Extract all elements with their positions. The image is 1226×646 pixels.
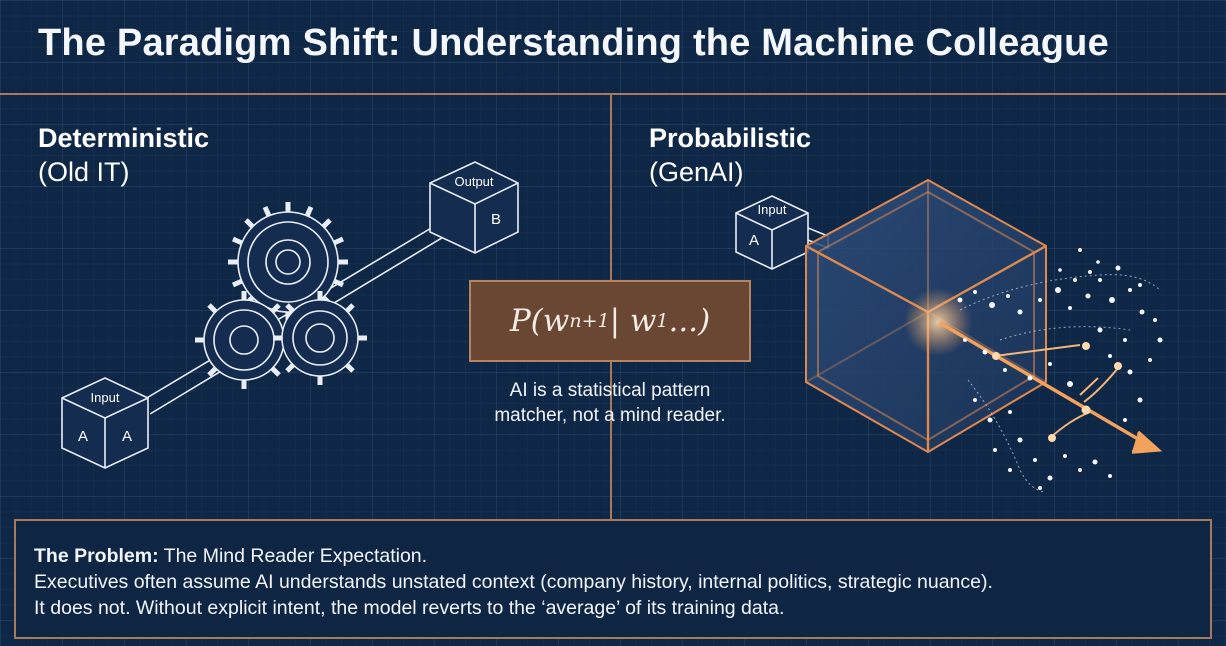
page-title: The Paradigm Shift: Understanding the Ma… [38, 22, 1109, 64]
formula-mid: | w [609, 303, 657, 339]
formula-sub-first: 1 [656, 310, 669, 332]
deterministic-heading-block: Deterministic (Old IT) [38, 121, 209, 189]
problem-headline-line: The Problem: The Mind Reader Expectation… [34, 543, 1192, 569]
problem-callout: The Problem: The Mind Reader Expectation… [14, 519, 1212, 639]
gear-icon [228, 202, 348, 322]
output-cube: Output B [429, 161, 519, 254]
input-cube-deterministic: Input A A [61, 377, 149, 469]
probabilistic-heading: Probabilistic [649, 123, 812, 153]
caption-line-2: matcher, not a mind reader. [494, 405, 726, 426]
formula-sub-next: n+1 [569, 310, 610, 332]
output-cube-label: Output [454, 174, 493, 189]
probabilistic-input-face: A [749, 232, 759, 249]
formula-p: P(w [509, 303, 570, 339]
problem-label: The Problem: [34, 545, 159, 567]
particle-trails [959, 274, 1161, 493]
problem-body-line-2: It does not. Without explicit intent, th… [34, 597, 785, 619]
problem-body-line-1: Executives often assume AI understands u… [34, 571, 993, 593]
probabilistic-input-label: Input [758, 202, 787, 217]
formula-caption: AI is a statistical pattern matcher, not… [470, 378, 750, 428]
probabilistic-subheading: (GenAI) [649, 157, 744, 187]
data-particles [957, 248, 1163, 490]
probabilistic-heading-block: Probabilistic (GenAI) [649, 121, 811, 189]
output-arrow [939, 321, 1163, 454]
formula-end: ...) [668, 303, 711, 339]
highlight-nodes [992, 342, 1122, 442]
input-cube-label: Input [91, 390, 120, 405]
title-divider [0, 93, 1226, 95]
deterministic-subheading: (Old IT) [38, 157, 130, 187]
input-cube-probabilistic: Input A [735, 195, 829, 270]
deterministic-heading: Deterministic [38, 123, 210, 153]
caption-line-1: AI is a statistical pattern [509, 380, 711, 401]
probabilistic-machine-diagram: Input A [735, 178, 1163, 493]
problem-headline: The Mind Reader Expectation. [158, 545, 428, 567]
core-glow [904, 288, 972, 356]
input-cube-face-left: A [78, 428, 88, 445]
output-cube-face: B [491, 211, 501, 228]
input-cube-face-right: A [122, 428, 132, 445]
deterministic-machine-diagram: Input A A Output B [61, 161, 519, 469]
gear-icon [273, 291, 367, 385]
